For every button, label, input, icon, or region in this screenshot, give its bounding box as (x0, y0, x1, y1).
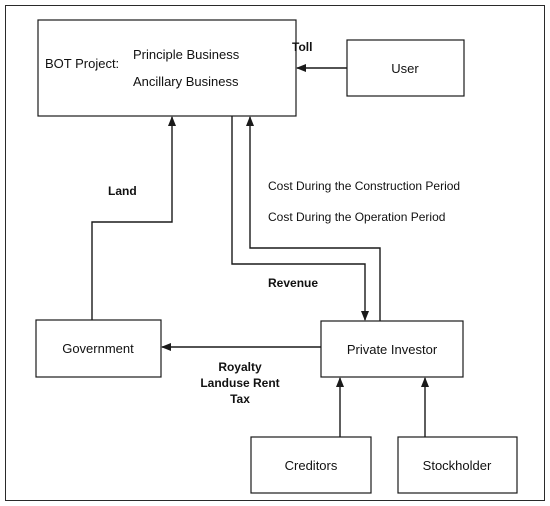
revenue-label: Revenue (268, 276, 318, 290)
tax-label: Tax (230, 392, 250, 406)
stockholder-node: Stockholder (397, 436, 518, 494)
bot-project-title: BOT Project: (45, 56, 119, 71)
land-label: Land (108, 184, 137, 198)
diagram-frame (5, 5, 545, 501)
private-investor-label: Private Investor (347, 342, 438, 357)
bot-project-ancillary-business: Ancillary Business (133, 74, 239, 89)
creditors-label: Creditors (285, 458, 338, 473)
cost-construction-label: Cost During the Construction Period (268, 179, 460, 193)
cost-operation-label: Cost During the Operation Period (268, 210, 445, 224)
arrow-investor-to-bot-costs (246, 116, 381, 321)
royalty-label: Royalty (218, 360, 262, 374)
government-label: Government (62, 341, 134, 356)
bot-project-principle-business: Principle Business (133, 47, 240, 62)
arrow-government-to-bot (91, 116, 176, 320)
private-investor-node: Private Investor (320, 320, 464, 378)
government-node: Government (35, 319, 162, 378)
user-node: User (346, 39, 465, 97)
stockholder-label: Stockholder (423, 458, 492, 473)
user-label: User (391, 61, 419, 76)
arrow-bot-to-investor-revenue (231, 116, 369, 321)
creditors-node: Creditors (250, 436, 372, 494)
toll-label: Toll (292, 40, 312, 54)
landuse-rent-label: Landuse Rent (200, 376, 279, 390)
bot-project-node: BOT Project: Principle Business Ancillar… (37, 19, 297, 117)
